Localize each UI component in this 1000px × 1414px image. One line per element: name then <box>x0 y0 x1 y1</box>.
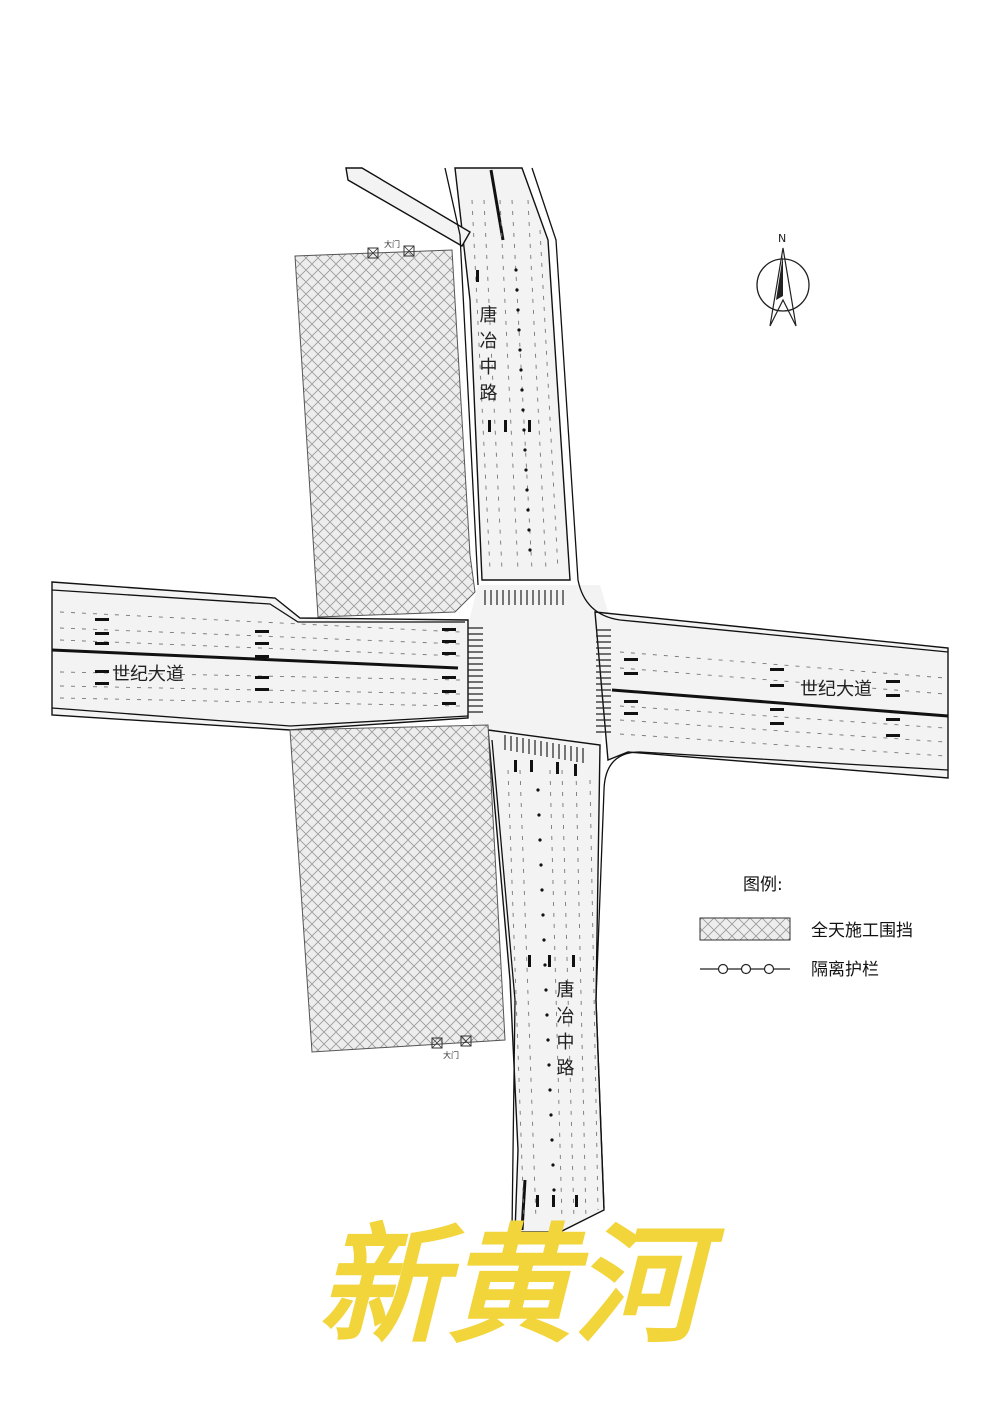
watermark-logo: 新黄河 <box>318 1211 725 1361</box>
road-label-east: 世纪大道 <box>800 679 872 700</box>
north-arrow-icon: N <box>756 232 810 327</box>
road-surfaces <box>51 167 949 1233</box>
north-gate-label: 大门 <box>384 239 400 249</box>
crosshatch-swatch-icon <box>699 917 791 941</box>
enclosure-south-west <box>289 724 506 1053</box>
lane-arrows <box>95 270 900 1207</box>
construction-enclosures <box>289 249 506 1053</box>
legend-title: 图例: <box>743 875 783 895</box>
road-label-south: 唐冶中路 <box>554 980 575 1084</box>
road-edges <box>51 167 949 1231</box>
legend: 图例: 全天施工围挡 隔离护栏 <box>699 875 913 980</box>
crosswalks <box>468 590 611 763</box>
fence-line-icon <box>700 963 790 975</box>
enclosure-north-west <box>294 249 476 618</box>
isolation-guardrails <box>514 268 556 1192</box>
north-label: N <box>778 232 786 245</box>
legend-item-guardrail: 隔离护栏 <box>811 960 879 980</box>
road-label-west: 世纪大道 <box>112 664 184 685</box>
north-gate: 大门 <box>367 239 415 259</box>
road-label-north: 唐冶中路 <box>477 305 498 409</box>
south-gate-label: 大门 <box>443 1050 459 1060</box>
medians <box>51 169 949 1231</box>
legend-item-enclosure: 全天施工围挡 <box>811 921 913 941</box>
south-gate: 大门 <box>431 1035 472 1060</box>
